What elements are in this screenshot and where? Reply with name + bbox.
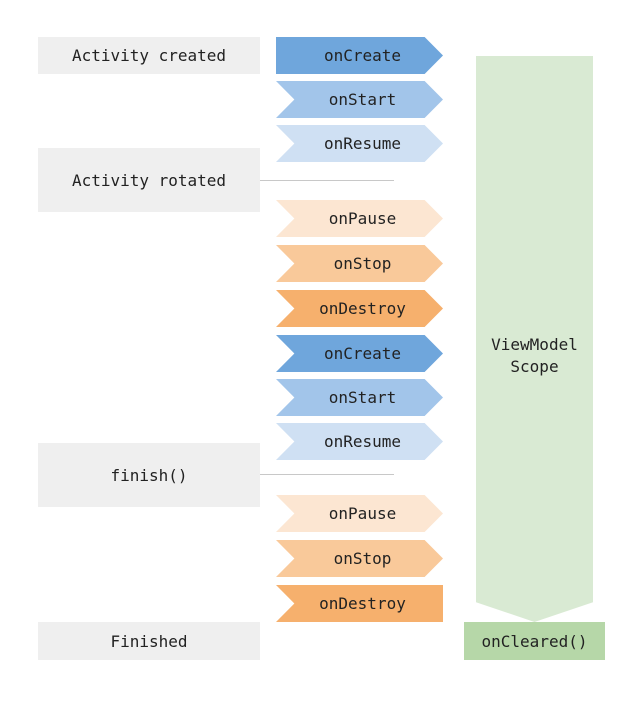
step-label: onPause — [328, 209, 397, 228]
step-onstop: onStop — [276, 245, 443, 282]
step-onresume: onResume — [276, 125, 443, 162]
step-oncreate: onCreate — [276, 37, 443, 74]
label-text: Activity rotated — [71, 170, 227, 190]
step-onstart: onStart — [276, 379, 443, 416]
step-label: onStart — [328, 388, 397, 407]
step-label: onStop — [333, 254, 392, 273]
label-text: Finished — [110, 631, 188, 651]
step-onresume: onResume — [276, 423, 443, 460]
step-onpause: onPause — [276, 495, 443, 532]
step-onstart: onStart — [276, 81, 443, 118]
scope-line-2: Scope — [510, 357, 559, 376]
step-label: onPause — [328, 504, 397, 523]
step-ondestroy: onDestroy — [276, 585, 443, 622]
step-onpause: onPause — [276, 200, 443, 237]
step-label: onResume — [323, 134, 402, 153]
step-onstop: onStop — [276, 540, 443, 577]
step-label: onStart — [328, 90, 397, 109]
label-activity-rotated: Activity rotated — [38, 148, 260, 212]
label-finished: Finished — [38, 622, 260, 660]
connector-rotated — [260, 180, 394, 181]
label-text: Activity created — [71, 46, 227, 65]
label-text: finish() — [110, 465, 188, 485]
step-label: onDestroy — [319, 594, 406, 613]
step-label: onCreate — [323, 344, 402, 363]
oncleared-box: onCleared() — [464, 622, 605, 660]
connector-finish — [260, 474, 394, 475]
scope-line-1: ViewModel — [491, 335, 578, 354]
step-label: onCreate — [323, 46, 402, 65]
viewmodel-scope-label: ViewModel Scope — [476, 334, 593, 378]
step-label: onDestroy — [319, 299, 406, 318]
label-activity-created: Activity created — [38, 37, 260, 74]
step-oncreate: onCreate — [276, 335, 443, 372]
step-ondestroy: onDestroy — [276, 290, 443, 327]
step-label: onStop — [333, 549, 392, 568]
label-finish: finish() — [38, 443, 260, 507]
viewmodel-scope-arrow — [476, 56, 593, 622]
oncleared-label: onCleared() — [481, 631, 588, 651]
step-label: onResume — [323, 432, 402, 451]
